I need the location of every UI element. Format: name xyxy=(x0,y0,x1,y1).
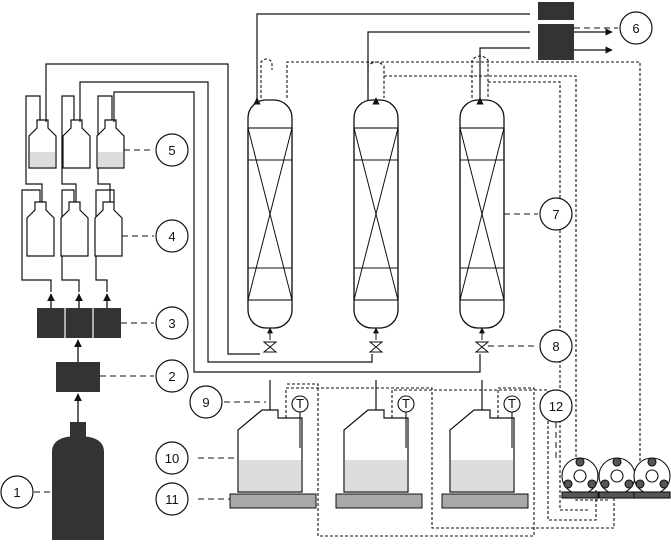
svg-text:1: 1 xyxy=(13,485,20,500)
callout-1: 1 xyxy=(0,475,34,509)
svg-text:T: T xyxy=(402,396,410,411)
callout-11: 11 xyxy=(155,482,189,516)
callout-12: 12 xyxy=(539,389,573,423)
callout-9: 9 xyxy=(189,385,223,419)
reservoir-dashed-lines xyxy=(285,383,615,537)
balances xyxy=(229,493,529,509)
reservoir-2 xyxy=(343,380,409,493)
thermometers xyxy=(291,395,521,448)
feed-lines-to-reactors xyxy=(45,63,481,373)
callout-leaders xyxy=(34,27,618,500)
reservoir-3 xyxy=(449,380,515,493)
reactor-top-connections xyxy=(253,13,530,105)
thermometer-labels: T T T xyxy=(296,396,516,411)
callout-8: 8 xyxy=(539,329,573,363)
mfc-outlet-arrows xyxy=(47,293,111,308)
svg-text:12: 12 xyxy=(549,399,563,414)
svg-text:5: 5 xyxy=(168,143,175,158)
callouts: 1 2 3 4 5 6 7 8 9 10 11 12 xyxy=(0,11,653,516)
callout-2: 2 xyxy=(155,359,189,393)
gas-cylinder xyxy=(52,422,104,540)
svg-text:7: 7 xyxy=(552,207,559,222)
callout-7: 7 xyxy=(539,197,573,231)
reactor-3 xyxy=(459,99,505,329)
saturator-bottles-row xyxy=(26,201,123,257)
callout-3: 3 xyxy=(155,306,189,340)
svg-text:3: 3 xyxy=(168,316,175,331)
callout-6: 6 xyxy=(619,11,653,45)
svg-text:8: 8 xyxy=(552,339,559,354)
callout-10: 10 xyxy=(155,441,189,475)
svg-text:6: 6 xyxy=(632,21,639,36)
liquid-vessels-row xyxy=(28,119,125,169)
svg-text:T: T xyxy=(508,396,516,411)
reservoir-1 xyxy=(237,380,303,493)
pressure-controller xyxy=(56,362,100,392)
peristaltic-pumps xyxy=(561,457,671,499)
reactor-1 xyxy=(247,99,293,329)
reactor-top-dashed-loops xyxy=(260,55,641,511)
outlet-analyzers xyxy=(538,2,574,60)
reactor-bottom-valves xyxy=(262,327,490,353)
reactor-2 xyxy=(353,99,399,329)
mass-flow-controllers xyxy=(37,308,121,338)
svg-text:T: T xyxy=(296,396,304,411)
svg-text:11: 11 xyxy=(165,492,179,507)
svg-text:4: 4 xyxy=(168,229,175,244)
svg-text:9: 9 xyxy=(202,395,209,410)
callout-5: 5 xyxy=(155,133,189,167)
callout-4: 4 xyxy=(155,219,189,253)
analyzer-outlet-arrows xyxy=(574,28,613,54)
svg-text:10: 10 xyxy=(165,451,179,466)
svg-text:2: 2 xyxy=(168,369,175,384)
